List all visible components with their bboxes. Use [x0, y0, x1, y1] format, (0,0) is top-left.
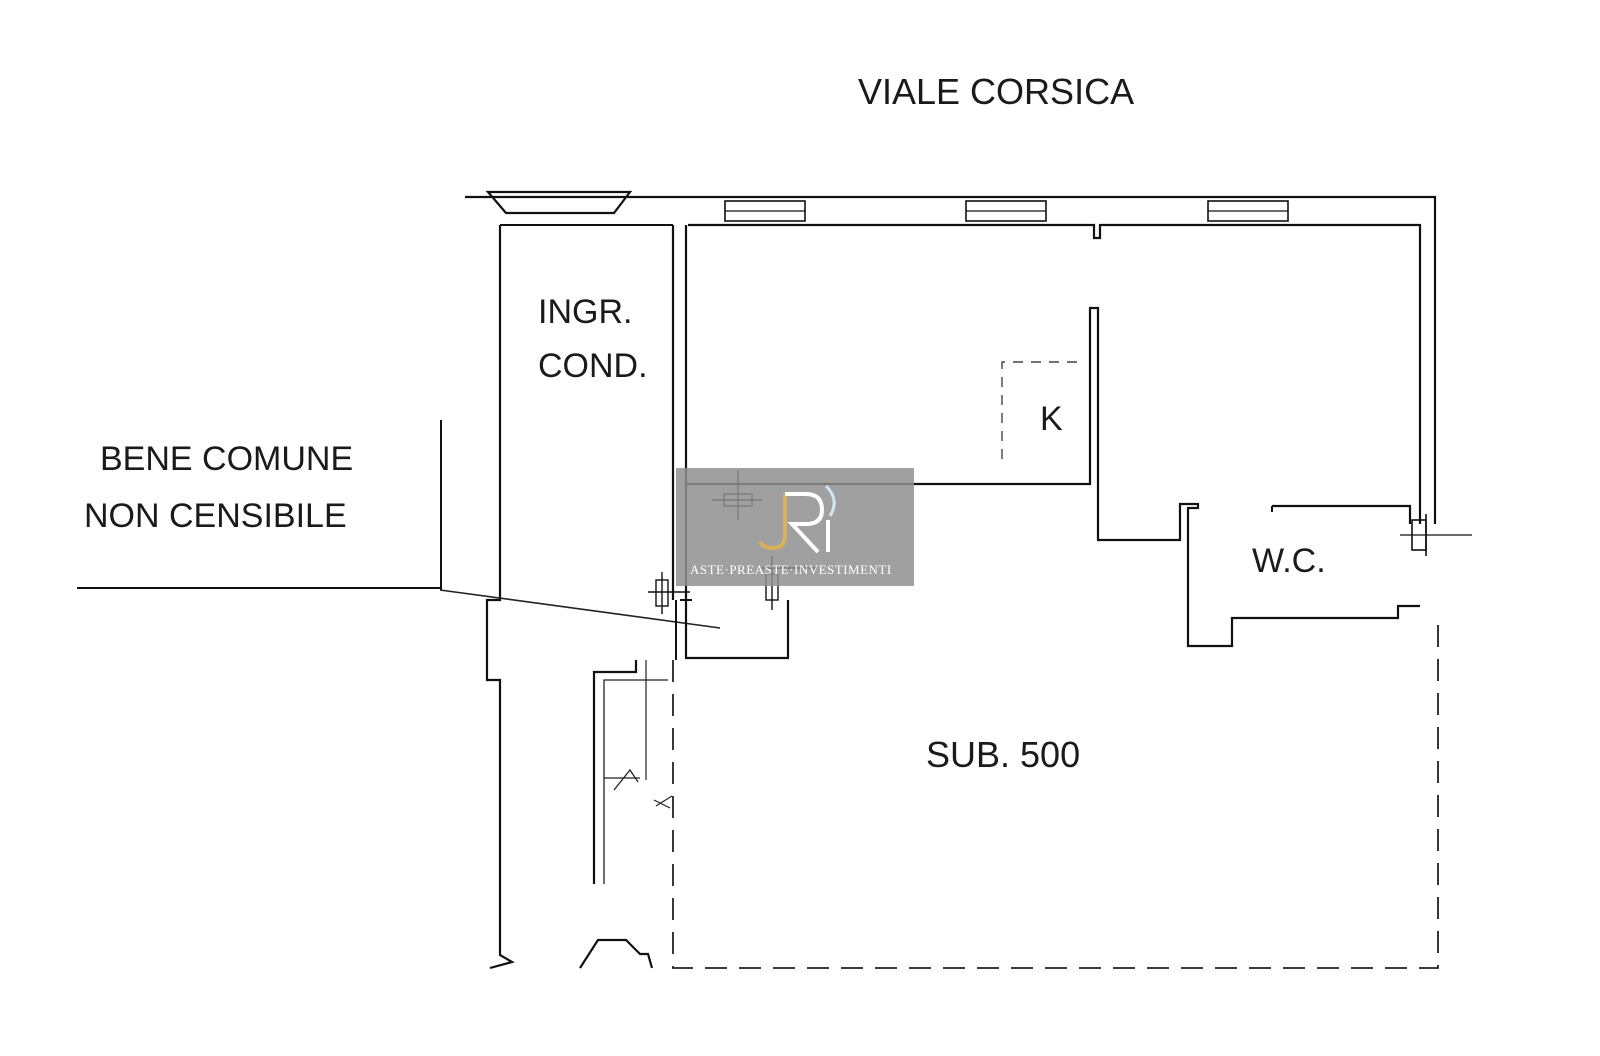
wc-label: W.C. [1252, 542, 1326, 580]
common-area-label-line2: NON CENSIBILE [84, 497, 347, 535]
stair [579, 660, 673, 969]
sub-500-area: SUB. 500 [672, 620, 1439, 969]
watermark-text: ASTE·PREASTE·INVESTIMENTI [690, 562, 892, 577]
watermark: ASTE·PREASTE·INVESTIMENTI [676, 468, 914, 586]
entrance-corridor: INGR. COND. [470, 190, 688, 970]
street-label: VIALE CORSICA [858, 71, 1134, 112]
logo-icon [758, 484, 836, 554]
vent-icon [1400, 514, 1472, 556]
sub-500-label: SUB. 500 [926, 734, 1080, 775]
kitchen: K [1001, 361, 1077, 460]
door-symbol-icon [648, 572, 690, 614]
common-area: BENE COMUNE NON CENSIBILE [77, 420, 721, 629]
common-area-label-line1: BENE COMUNE [100, 440, 353, 478]
window [724, 200, 806, 222]
kitchen-label: K [1040, 400, 1063, 438]
entrance-label-line1: INGR. [538, 293, 632, 331]
main-room [686, 306, 1420, 648]
wc-room: W.C. [1252, 514, 1472, 580]
entrance-label-line2: COND. [538, 347, 648, 385]
window [965, 200, 1047, 222]
window [1207, 200, 1289, 222]
facade-wall [465, 195, 1437, 524]
